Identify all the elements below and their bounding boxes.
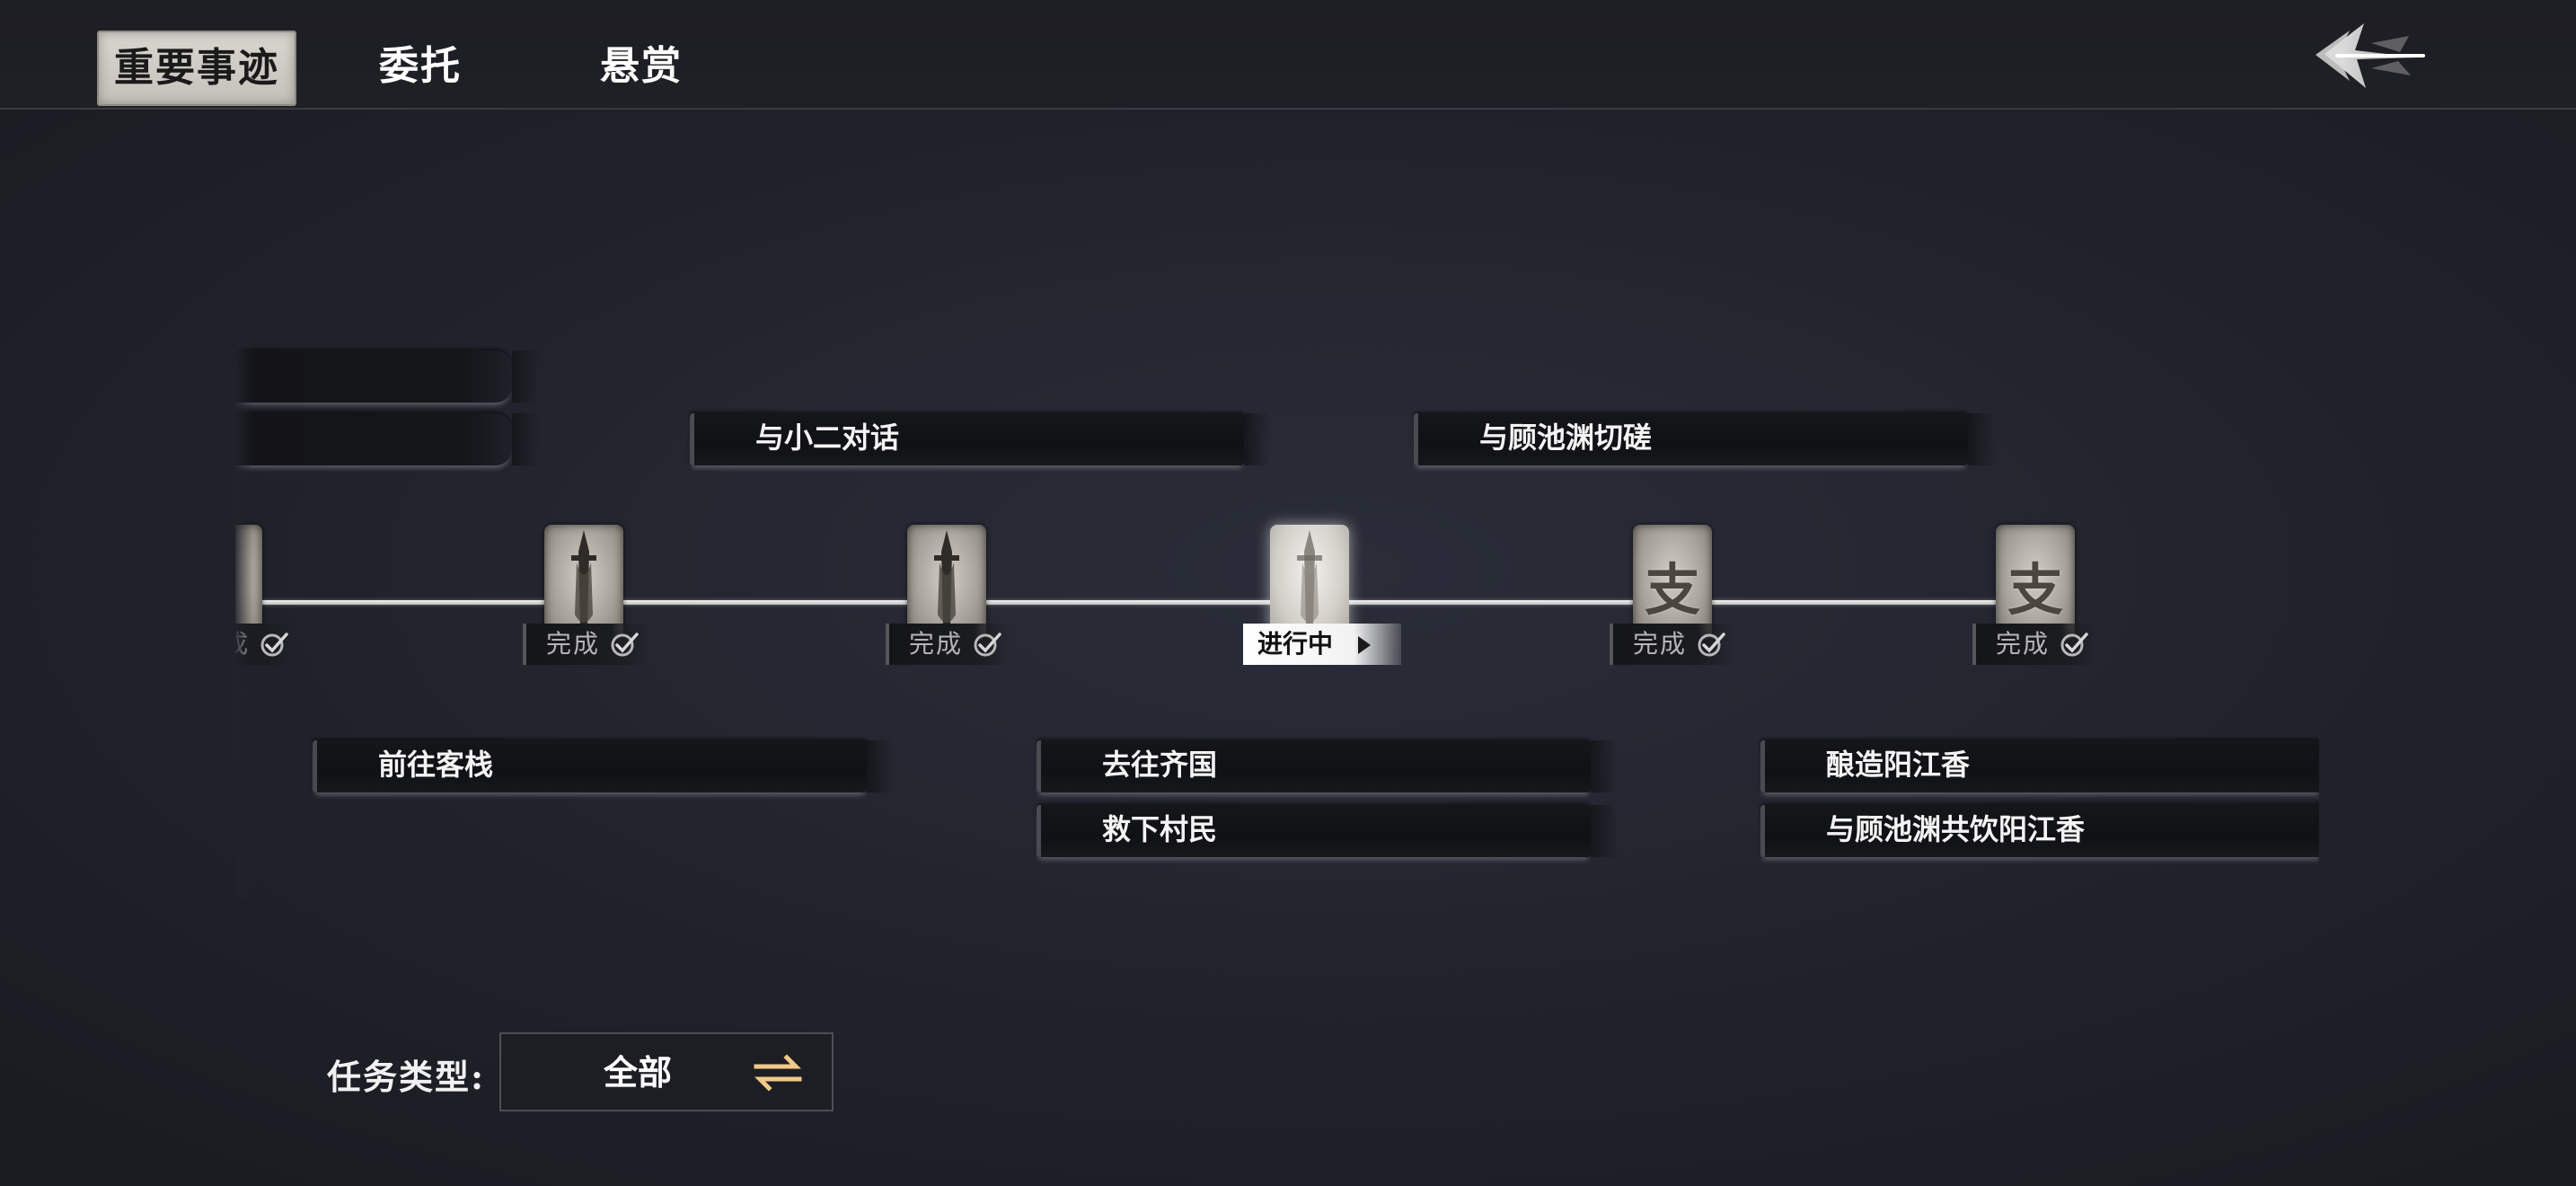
lower-task-bar[interactable]: 酿造阳江香 xyxy=(1760,740,2319,792)
tab-bounties[interactable]: 悬赏 xyxy=(600,43,683,89)
lower-task-bar[interactable]: 与顾池渊共饮阳江香 xyxy=(1760,805,2319,857)
lower-task-label: 前往客栈 xyxy=(378,748,494,782)
quest-timeline[interactable]: 与小二对话 与顾池渊切磋 完成 完成 xyxy=(235,323,2319,898)
timeline-node[interactable] xyxy=(235,525,262,640)
upper-task-bar-faded[interactable] xyxy=(235,350,539,403)
check-icon xyxy=(611,633,639,657)
upper-task-bar[interactable]: 与顾池渊切磋 xyxy=(1414,413,1995,465)
node-status: 完成 xyxy=(1610,624,1735,665)
lower-task-label: 酿造阳江香 xyxy=(1826,748,1971,782)
status-text: 完成 xyxy=(235,629,251,659)
triangle-right-icon xyxy=(1358,636,1371,654)
status-text: 完成 xyxy=(546,629,601,659)
check-icon xyxy=(974,633,1001,657)
lower-task-label: 与顾池渊共饮阳江香 xyxy=(1826,812,2086,846)
task-type-selector[interactable]: 全部 xyxy=(499,1032,834,1111)
branch-char-icon: 支 xyxy=(2007,557,2063,623)
node-status: 完成 xyxy=(886,624,1011,665)
back-button[interactable] xyxy=(2310,16,2427,97)
tab-important-deeds[interactable]: 重要事迹 xyxy=(97,31,296,106)
timeline-line xyxy=(235,600,2051,605)
check-icon xyxy=(260,633,288,657)
timeline-node[interactable] xyxy=(544,525,623,640)
lower-task-label: 救下村民 xyxy=(1102,812,1218,846)
branch-char-icon: 支 xyxy=(1644,557,1700,623)
upper-task-label: 与小二对话 xyxy=(755,420,900,455)
lower-task-label: 去往齐国 xyxy=(1102,748,1218,782)
check-icon xyxy=(2060,633,2088,657)
timeline-node[interactable] xyxy=(907,525,986,640)
upper-task-label: 与顾池渊切磋 xyxy=(1479,420,1653,455)
sword-scroll-icon xyxy=(235,525,262,640)
timeline-node[interactable]: 支 xyxy=(1633,525,1712,640)
task-type-label: 任务类型: xyxy=(327,1057,486,1097)
node-status: 完成 xyxy=(523,624,648,665)
sword-scroll-icon xyxy=(934,530,959,625)
check-icon xyxy=(1698,633,1725,657)
sword-scroll-icon xyxy=(571,530,596,625)
node-status-in-progress[interactable]: 进行中 xyxy=(1243,624,1401,665)
task-type-value: 全部 xyxy=(604,1052,673,1093)
node-status: 完成 xyxy=(1972,624,2098,665)
lower-task-bar[interactable]: 去往齐国 xyxy=(1037,740,1618,792)
upper-task-bar[interactable]: 与小二对话 xyxy=(690,413,1271,465)
node-status: 完成 xyxy=(235,624,298,665)
sword-scroll-icon xyxy=(1297,530,1322,625)
back-arrow-icon xyxy=(2316,23,2425,88)
lower-task-bar[interactable]: 救下村民 xyxy=(1037,805,1618,857)
top-bar: 重要事迹 委托 悬赏 xyxy=(0,0,2576,110)
status-text: 进行中 xyxy=(1257,629,1334,659)
status-text: 完成 xyxy=(1633,629,1688,659)
timeline-node-current[interactable] xyxy=(1270,525,1349,640)
upper-task-bar-faded[interactable] xyxy=(235,413,539,465)
tab-commissions[interactable]: 委托 xyxy=(379,43,462,89)
status-text: 完成 xyxy=(909,629,964,659)
timeline-node[interactable]: 支 xyxy=(1996,525,2075,640)
swap-arrows-icon xyxy=(754,1054,802,1092)
lower-task-bar[interactable]: 前往客栈 xyxy=(313,740,894,792)
status-text: 完成 xyxy=(1996,629,2051,659)
